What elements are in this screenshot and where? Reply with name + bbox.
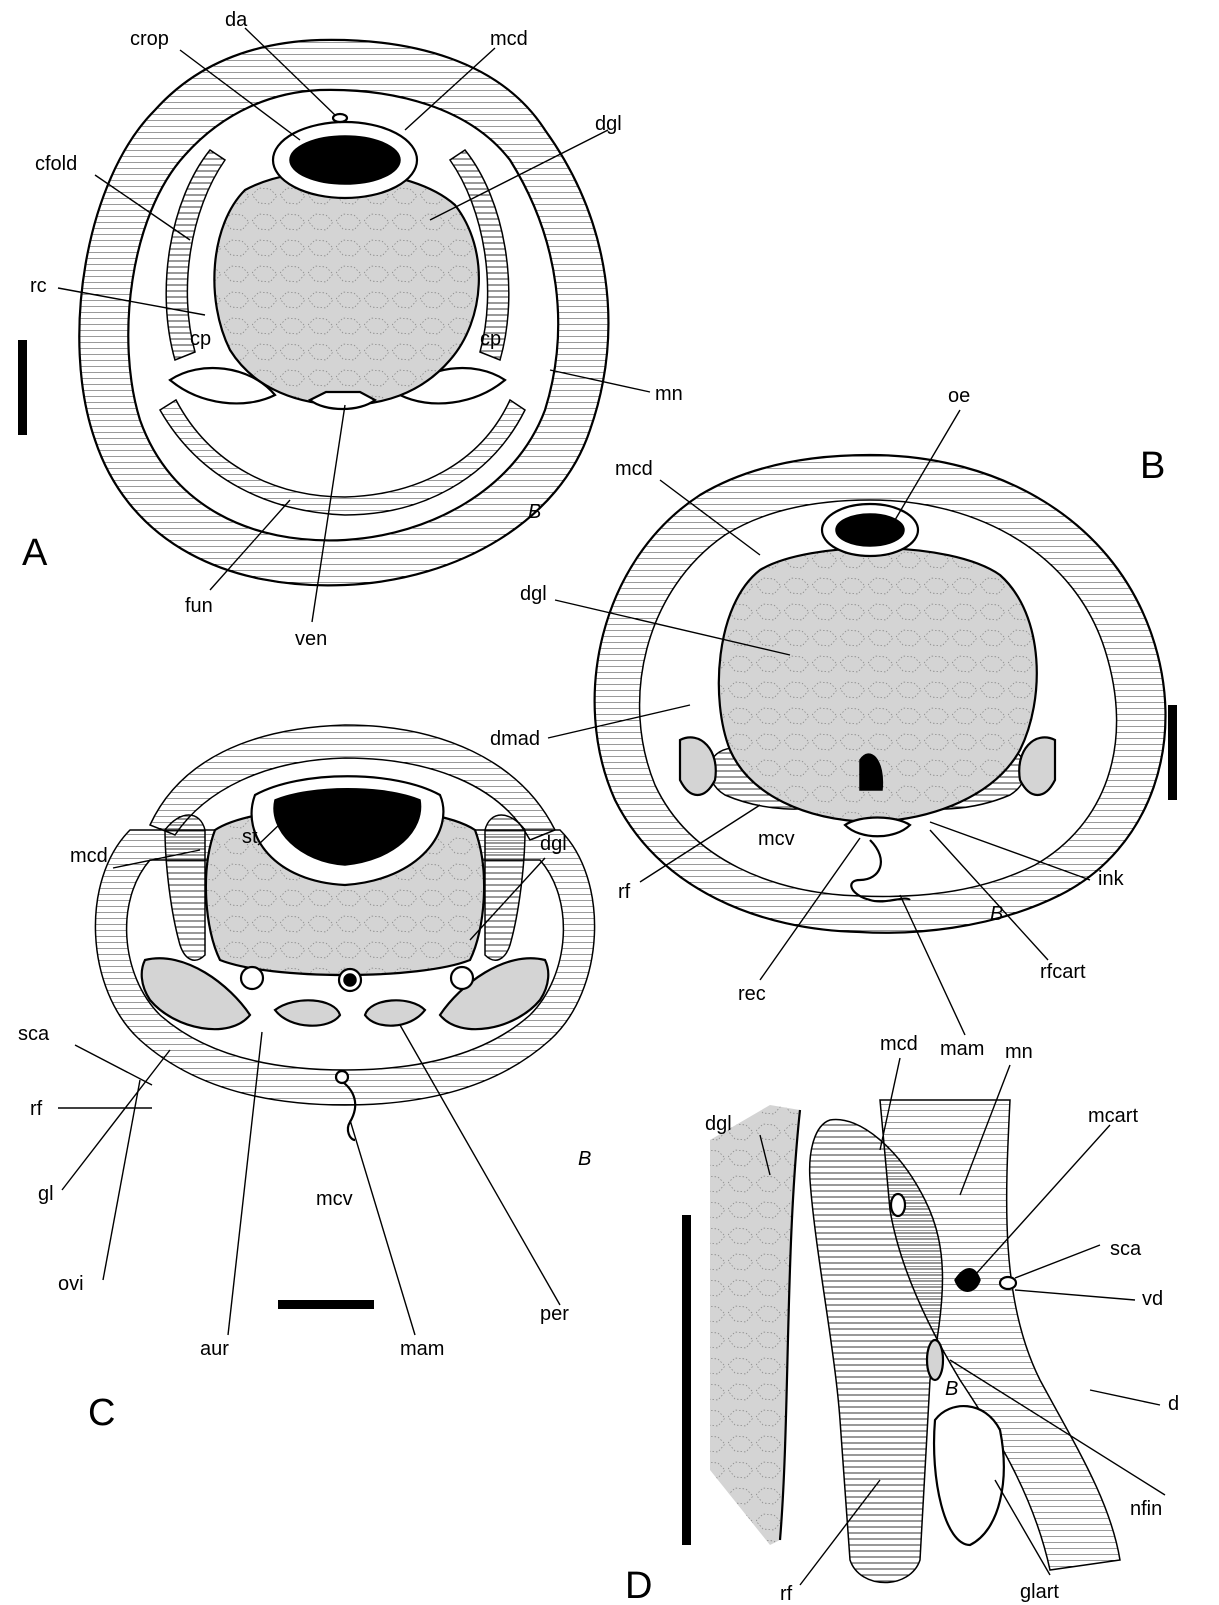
panel-b-left-gill (680, 737, 716, 795)
label-c-mam: mam (400, 1338, 444, 1360)
panel-d-artist-mark: B (945, 1378, 958, 1400)
panel-a-crop-lumen (290, 136, 400, 184)
label-crop: crop (130, 28, 169, 50)
label-dgl: dgl (595, 113, 622, 135)
label-d: d (1168, 1393, 1179, 1415)
panel-b-letter: B (1140, 445, 1165, 487)
panel-b-oesophagus-lumen (836, 514, 904, 546)
label-st: st (242, 826, 258, 848)
label-rc: rc (30, 275, 47, 297)
panel-b-artist-mark: B (990, 903, 1003, 925)
label-c-mcd: mcd (70, 845, 108, 867)
label-d-mn: mn (1005, 1041, 1033, 1063)
panel-d-dorsal-vessel (1000, 1277, 1016, 1289)
panel-c-right-fin (485, 815, 525, 960)
label-c-mcv: mcv (316, 1188, 353, 1210)
label-cp-right: cp (480, 328, 501, 350)
panel-c-left-pericardium (275, 1000, 340, 1025)
label-mcart: mcart (1088, 1105, 1138, 1127)
label-cp-left: cp (190, 328, 211, 350)
panel-a-dorsal-aorta (333, 114, 347, 122)
panel-c-right-pericardium (365, 1000, 425, 1025)
panel-a-scale-bar (18, 340, 27, 435)
label-dmad: dmad (490, 728, 540, 750)
panel-c-scale-bar (278, 1300, 374, 1309)
panel-d: mcd mn dgl mcart sca vd d nfin rf glart … (625, 1033, 1179, 1605)
panel-b-scale-bar (1168, 705, 1177, 800)
label-rfcart: rfcart (1040, 961, 1086, 983)
label-d-mcd: mcd (880, 1033, 918, 1055)
label-gl: gl (38, 1183, 54, 1205)
panel-b-rectum (845, 818, 910, 837)
panel-a-letter: A (22, 532, 48, 574)
panel-d-fin-nerve (927, 1340, 943, 1380)
label-c-sca: sca (18, 1023, 50, 1045)
panel-c-letter: C (88, 1392, 115, 1434)
panel-d-gland-artery (934, 1406, 1004, 1545)
label-b-mcd: mcd (615, 458, 653, 480)
panel-a-digestive-gland (214, 171, 479, 405)
label-b-rf: rf (618, 881, 631, 903)
label-da: da (225, 9, 248, 31)
label-vd: vd (1142, 1288, 1163, 1310)
label-d-sca: sca (1110, 1238, 1142, 1260)
label-rec: rec (738, 983, 766, 1005)
label-glart: glart (1020, 1581, 1059, 1603)
panel-c-artist-mark: B (578, 1148, 591, 1170)
panel-c-aorta-lumen (344, 974, 356, 986)
panel-c-left-auricle (241, 967, 263, 989)
panel-b-median-mantle-adductor (851, 840, 910, 901)
panel-b: oe mcd dgl dmad mcv rf ink rec rfcart ma… (490, 385, 1177, 1060)
label-b-mam: mam (940, 1038, 984, 1060)
panel-d-scale-bar (682, 1215, 691, 1545)
label-d-dgl: dgl (705, 1113, 732, 1135)
panel-d-mantle-cavity-vessel (891, 1194, 905, 1216)
label-b-dgl: dgl (520, 583, 547, 605)
panel-c-right-auricle (451, 967, 473, 989)
label-mcd: mcd (490, 28, 528, 50)
label-ven: ven (295, 628, 327, 650)
panel-a-artist-mark: B (528, 501, 541, 523)
label-c-dgl: dgl (540, 833, 567, 855)
panel-a: da crop mcd dgl cfold rc cp cp mn fun ve… (18, 9, 683, 650)
label-nfin: nfin (1130, 1498, 1162, 1520)
label-d-rf: rf (780, 1583, 793, 1605)
label-mn: mn (655, 383, 683, 405)
label-ink: ink (1098, 868, 1125, 890)
label-ovi: ovi (58, 1273, 84, 1295)
panel-b-right-gill (1019, 737, 1055, 795)
panel-c: st mcd dgl sca rf gl mcv ovi aur mam per… (18, 725, 595, 1434)
panel-d-letter: D (625, 1565, 652, 1605)
panel-a-ventral-vessels (310, 392, 375, 409)
label-cfold: cfold (35, 153, 77, 175)
label-b-mcv: mcv (758, 828, 795, 850)
label-c-rf: rf (30, 1098, 43, 1120)
label-oe: oe (948, 385, 970, 407)
label-aur: aur (200, 1338, 229, 1360)
label-per: per (540, 1303, 569, 1325)
panel-c-left-fin (165, 815, 205, 960)
panel-d-digestive-gland (710, 1105, 800, 1545)
label-fun: fun (185, 595, 213, 617)
